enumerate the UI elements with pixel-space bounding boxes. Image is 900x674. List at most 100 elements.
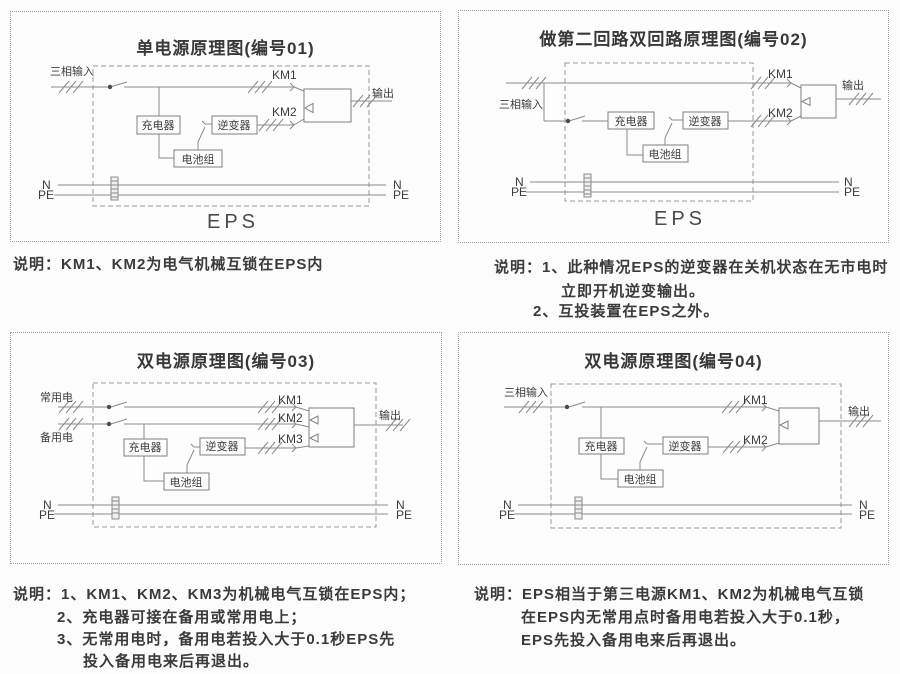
- triangle-contact-icon: [303, 102, 314, 114]
- three-phase-slash-icon: [521, 76, 547, 90]
- triangle-contact-icon: [308, 415, 319, 425]
- panel-01: 单电源原理图(编号01): [10, 11, 441, 242]
- battery-box: [617, 469, 664, 488]
- battery-switch: [197, 120, 212, 150]
- terminal-hatch-block: [110, 176, 119, 201]
- output-label: 输出: [848, 404, 870, 418]
- charger-label: 充电器: [142, 118, 175, 132]
- circuit-diagram-02: 三相输入 KM1 KM2 充电器 逆变器 电池组 输出 N PE N PE EP…: [499, 62, 881, 230]
- three-phase-slash-icon: [58, 80, 84, 94]
- output-label: 输出: [379, 408, 401, 422]
- three-phase-slash-icon: [257, 441, 283, 455]
- wires: [506, 76, 881, 193]
- battery-box: [642, 144, 689, 163]
- pe-label-right: PE: [396, 508, 412, 522]
- inverter-label: 逆变器: [218, 118, 251, 132]
- three-phase-slash-icon: [247, 80, 273, 94]
- three-phase-slash-icon: [750, 76, 776, 90]
- three-phase-slash-icon: [518, 400, 544, 414]
- km2-label: KM2: [272, 105, 297, 119]
- panel-02-title: 做第二回路双回路原理图(编号02): [539, 30, 808, 49]
- wires: [504, 400, 881, 515]
- circuit-diagram-01: 三相输入 KM1 KM2 充电器 逆变器 电池组 输出 N PE N PE EP…: [38, 64, 409, 233]
- battery-label: 电池组: [649, 147, 682, 161]
- n-label-right: N: [859, 498, 868, 512]
- charger-label: 充电器: [129, 440, 162, 454]
- panel-03-note-line: 说明：1、KM1、KM2、KM3为机械电气互锁在EPS内；: [13, 586, 416, 603]
- inverter-label: 逆变器: [689, 114, 722, 128]
- charger-battery-link: [626, 129, 643, 156]
- panel-04-note-line: 在EPS内无常用点时备用电若投入大于0.1秒，: [521, 609, 850, 626]
- panel-02: 做第二回路双回路原理图(编号02): [458, 10, 889, 243]
- km1-label: KM1: [272, 68, 297, 82]
- terminal-hatch-block: [583, 173, 592, 198]
- battery-switch: [639, 440, 663, 470]
- eps-boundary-dashed-box: [92, 65, 370, 207]
- three-phase-slash-icon: [258, 118, 284, 132]
- wires: [54, 400, 411, 515]
- pe-label-left: PE: [39, 508, 55, 522]
- three-phase-slash-icon: [385, 418, 411, 432]
- eps-boundary-dashed-box: [564, 62, 754, 202]
- n-label-right: N: [393, 178, 402, 192]
- input-label: 三相输入: [504, 385, 548, 399]
- input-switch-blade: [568, 401, 586, 408]
- panel-03-note-line: 2、充电器可接在备用或常用电上；: [57, 609, 307, 626]
- panel-02-note-line: 说明：1、此种情况EPS的逆变器在关机状态在无市电时: [494, 259, 889, 276]
- three-phase-slash-icon: [257, 417, 283, 431]
- charger-battery-link: [600, 454, 618, 480]
- eps-label: EPS: [654, 208, 706, 230]
- three-phase-slash-icon: [58, 400, 84, 414]
- km1-contact: [761, 402, 780, 412]
- km1-contact: [786, 78, 802, 89]
- three-phase-slash-icon: [257, 400, 283, 414]
- panel-03-note-line: 投入备用电来后再退出。: [83, 653, 260, 670]
- km3-label: KM3: [278, 432, 303, 446]
- circuit-diagram-03: 常用电 备用电 KM1 KM2 KM3 充电器 逆变器 电池组 输出 N PE …: [39, 382, 412, 528]
- input-label: 三相输入: [50, 64, 94, 78]
- charger-battery-link: [143, 456, 164, 482]
- pe-label-left: PE: [499, 508, 515, 522]
- n-label-left: N: [43, 498, 52, 512]
- input-switch-blade: [568, 115, 586, 122]
- three-phase-slash-icon: [750, 114, 776, 128]
- battery-label: 电池组: [624, 472, 657, 486]
- km1-label: KM1: [768, 67, 793, 81]
- km2-contact: [786, 115, 802, 126]
- three-phase-slash-icon: [58, 417, 84, 431]
- input2-switch-blade: [110, 418, 128, 425]
- bypass-branch: [543, 83, 566, 122]
- panel-01-title: 单电源原理图(编号01): [136, 39, 315, 58]
- transfer-switch-box: [778, 407, 820, 445]
- battery-label: 电池组: [170, 475, 203, 489]
- km3-contact: [291, 443, 310, 453]
- battery-switch: [186, 443, 200, 473]
- panel-03-title: 双电源原理图(编号03): [136, 352, 316, 371]
- junction-dot: [107, 84, 113, 90]
- panel-02-note-line: 立即开机逆变输出。: [561, 283, 706, 300]
- panel-03: 双电源原理图(编号03): [10, 332, 442, 564]
- panel-01-note-line: 说明：KM1、KM2为电气机械互锁在EPS内: [13, 256, 324, 273]
- junction-dot: [106, 421, 112, 427]
- km2-label: KM2: [743, 433, 768, 447]
- charger-label: 充电器: [615, 114, 648, 128]
- n-label-left: N: [515, 175, 524, 189]
- terminal-hatch-block: [574, 496, 583, 520]
- battery-switch: [664, 116, 683, 145]
- km1-label: KM1: [743, 393, 768, 407]
- charger-battery-link: [158, 134, 174, 159]
- inverter-label: 逆变器: [206, 439, 239, 453]
- inverter-box: [211, 115, 258, 135]
- transfer-switch-box: [303, 88, 352, 123]
- pe-label-left: PE: [38, 188, 54, 202]
- three-phase-slash-icon: [722, 440, 748, 454]
- charger-box: [607, 111, 655, 130]
- triangle-contact-icon: [800, 96, 811, 107]
- inverter-box: [662, 436, 709, 455]
- eps-boundary-dashed-box: [550, 383, 842, 529]
- charger-box: [123, 438, 168, 457]
- panel-02-note-line: 2、互投装置在EPS之外。: [533, 303, 720, 320]
- output-label: 输出: [842, 78, 864, 92]
- km2-contact: [291, 419, 310, 429]
